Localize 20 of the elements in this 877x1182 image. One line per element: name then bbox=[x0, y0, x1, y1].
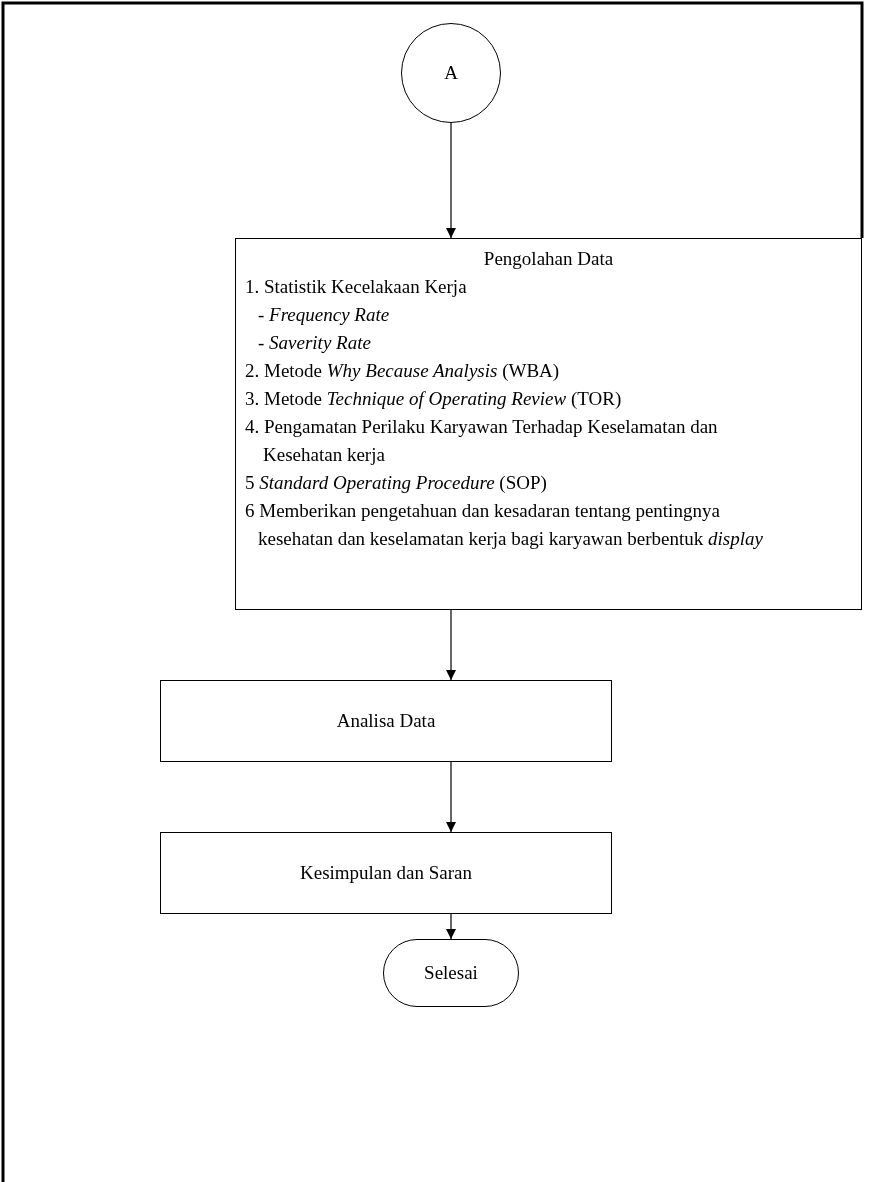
arrow bbox=[446, 761, 456, 833]
list-item: 4. Pengamatan Perilaku Karyawan Terhadap Keselamatan dan Kesehatan kerja bbox=[245, 415, 719, 467]
arrow bbox=[446, 913, 456, 940]
list-item: 5 Standard Operating Procedure (SOP) bbox=[245, 471, 547, 495]
node-label: Kesimpulan dan Saran bbox=[300, 861, 472, 885]
list-item: 6 Memberikan pengetahuan dan kesadaran tentang pentingnya kesehatan dan keselamatan kerja bagi karyawan berbentuk display bbox=[245, 499, 764, 551]
process-box bbox=[235, 238, 862, 610]
arrow bbox=[446, 609, 456, 681]
node-label: Analisa Data bbox=[336, 709, 436, 733]
list-item: - Saverity Rate bbox=[258, 331, 371, 355]
list-item: 3. Metode Technique of Operating Review (TOR) bbox=[245, 387, 622, 411]
node-label: Selesai bbox=[424, 961, 478, 985]
node-label: A bbox=[444, 61, 458, 85]
arrow bbox=[446, 122, 456, 239]
list-item: 2. Metode Why Because Analysis (WBA) bbox=[245, 359, 560, 383]
list-item: 1. Statistik Kecelakaan Kerja bbox=[245, 275, 467, 299]
box-heading: Pengolahan Data bbox=[482, 247, 615, 271]
list-item: - Frequency Rate bbox=[258, 303, 390, 327]
process-box bbox=[160, 680, 612, 762]
process-box bbox=[160, 832, 612, 914]
